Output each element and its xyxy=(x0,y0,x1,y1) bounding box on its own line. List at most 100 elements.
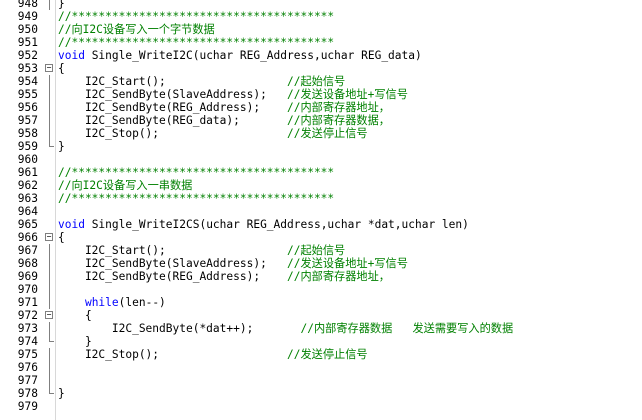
code-text[interactable]: I2C_SendByte(SlaveAddress); //发送设备地址+写信号 xyxy=(58,257,408,270)
line-number: 952 xyxy=(17,49,38,62)
code-text[interactable]: I2C_SendByte(*dat++); //内部寄存器数据 发送需要写入的数… xyxy=(58,322,513,335)
code-text[interactable]: } xyxy=(58,0,65,10)
code-text[interactable]: //向I2C设备写入一串数据 xyxy=(58,179,192,192)
code-line[interactable]: 952 void Single_WriteI2C(uchar REG_Addres… xyxy=(0,49,642,62)
comment-token: //向I2C设备写入一个字节数据 xyxy=(58,23,215,36)
line-number: 978 xyxy=(17,387,38,400)
code-text[interactable]: { xyxy=(58,231,65,244)
code-line[interactable]: 960 xyxy=(0,153,642,166)
code-line[interactable]: 955 I2C_SendByte(SlaveAddress); //发送设备地址… xyxy=(0,88,642,101)
code-text[interactable]: I2C_SendByte(REG_Address); //内部寄存器地址， xyxy=(58,270,390,283)
code-text[interactable]: } xyxy=(58,140,65,153)
code-line[interactable]: 962//向I2C设备写入一串数据 xyxy=(0,179,642,192)
line-number: 966 xyxy=(17,231,38,244)
code-line[interactable]: 951//***********************************… xyxy=(0,36,642,49)
code-text[interactable]: I2C_Start(); //起始信号 xyxy=(58,244,345,257)
code-text[interactable]: } xyxy=(58,387,65,400)
fold-toggle-icon[interactable]: − xyxy=(45,232,53,241)
line-number: 970 xyxy=(17,283,38,296)
code-token: { xyxy=(58,62,65,75)
code-token: I2C_Stop(); xyxy=(58,348,288,361)
code-line[interactable]: 979 xyxy=(0,400,642,413)
code-line[interactable]: 974 } xyxy=(0,335,642,348)
code-line[interactable]: 970 xyxy=(0,283,642,296)
code-text[interactable]: //**************************************… xyxy=(58,192,334,205)
code-token: { xyxy=(58,231,65,244)
code-line[interactable]: 963//***********************************… xyxy=(0,192,642,205)
code-line[interactable]: 948} xyxy=(0,0,642,10)
fold-guide xyxy=(49,283,50,296)
comment-token: //发送停止信号 xyxy=(287,348,368,361)
code-line[interactable]: 958 I2C_Stop(); //发送停止信号 xyxy=(0,127,642,140)
comment-token: //发送设备地址+写信号 xyxy=(287,257,408,270)
code-text[interactable]: I2C_SendByte(REG_Address); //内部寄存器地址， xyxy=(58,101,390,114)
code-line[interactable]: 969 I2C_SendByte(REG_Address); //内部寄存器地址… xyxy=(0,270,642,283)
code-text[interactable]: void Single_WriteI2CS(uchar REG_Address,… xyxy=(58,218,469,231)
code-line[interactable]: 973 I2C_SendByte(*dat++); //内部寄存器数据 发送需要… xyxy=(0,322,642,335)
code-text[interactable]: I2C_Stop(); //发送停止信号 xyxy=(58,348,368,361)
fold-toggle-icon[interactable]: − xyxy=(45,63,53,72)
code-token: I2C_SendByte(REG_data); xyxy=(58,114,288,127)
code-token: } xyxy=(58,387,65,400)
code-line[interactable]: 956 I2C_SendByte(REG_Address); //内部寄存器地址… xyxy=(0,101,642,114)
code-text[interactable]: } xyxy=(58,335,92,348)
code-line[interactable]: 976 xyxy=(0,361,642,374)
line-number: 972 xyxy=(17,309,38,322)
code-line[interactable]: 964 xyxy=(0,205,642,218)
code-line[interactable]: 953−{ xyxy=(0,62,642,75)
line-number: 957 xyxy=(17,114,38,127)
comment-token: //内部寄存器数据， xyxy=(287,114,390,127)
code-line[interactable]: 977 xyxy=(0,374,642,387)
code-line[interactable]: 966−{ xyxy=(0,231,642,244)
comment-token: //内部寄存器地址， xyxy=(287,101,390,114)
code-line[interactable]: 965 void Single_WriteI2CS(uchar REG_Addre… xyxy=(0,218,642,231)
code-line[interactable]: 971 while(len--) xyxy=(0,296,642,309)
fold-guide xyxy=(49,114,50,127)
code-line[interactable]: 949//***********************************… xyxy=(0,10,642,23)
code-text[interactable]: //**************************************… xyxy=(58,166,334,179)
code-line[interactable]: 978} xyxy=(0,387,642,400)
code-text[interactable]: //**************************************… xyxy=(58,36,334,49)
code-text[interactable]: I2C_Stop(); //发送停止信号 xyxy=(58,127,368,140)
code-line[interactable]: 968 I2C_SendByte(SlaveAddress); //发送设备地址… xyxy=(0,257,642,270)
comment-token: //**************************************… xyxy=(58,192,335,205)
comment-token: //**************************************… xyxy=(58,10,335,23)
fold-guide xyxy=(49,75,50,88)
code-text[interactable]: void Single_WriteI2C(uchar REG_Address,u… xyxy=(58,49,422,62)
code-token: I2C_SendByte(REG_Address); xyxy=(58,270,288,283)
code-line[interactable]: 975 I2C_Stop(); //发送停止信号 xyxy=(0,348,642,361)
code-line[interactable]: 967 I2C_Start(); //起始信号 xyxy=(0,244,642,257)
line-number: 954 xyxy=(17,75,38,88)
code-text[interactable]: { xyxy=(58,309,92,322)
line-number: 974 xyxy=(17,335,38,348)
code-line[interactable]: 972− { xyxy=(0,309,642,322)
line-number: 977 xyxy=(17,374,38,387)
code-text[interactable]: I2C_SendByte(REG_data); //内部寄存器数据， xyxy=(58,114,390,127)
line-number: 958 xyxy=(17,127,38,140)
code-token: Single_WriteI2C(uchar REG_Address,uchar … xyxy=(84,49,422,62)
code-text[interactable]: I2C_Start(); //起始信号 xyxy=(58,75,345,88)
line-number: 953 xyxy=(17,62,38,75)
code-token: } xyxy=(58,140,65,153)
fold-guide xyxy=(49,374,50,387)
comment-token: //向I2C设备写入一串数据 xyxy=(58,179,193,192)
code-text[interactable]: //**************************************… xyxy=(58,10,334,23)
code-text[interactable]: I2C_SendByte(SlaveAddress); //发送设备地址+写信号 xyxy=(58,88,408,101)
code-line[interactable]: 954 I2C_Start(); //起始信号 xyxy=(0,75,642,88)
code-token: } xyxy=(58,335,92,348)
code-text[interactable]: //向I2C设备写入一个字节数据 xyxy=(58,23,215,36)
line-number: 965 xyxy=(17,218,38,231)
line-number: 961 xyxy=(17,166,38,179)
code-line[interactable]: 961 //***********************************… xyxy=(0,166,642,179)
line-number: 976 xyxy=(17,361,38,374)
fold-guide xyxy=(49,270,50,283)
code-line[interactable]: 957 I2C_SendByte(REG_data); //内部寄存器数据， xyxy=(0,114,642,127)
code-line[interactable]: 950//向I2C设备写入一个字节数据 xyxy=(0,23,642,36)
code-text[interactable]: while(len--) xyxy=(58,296,166,309)
code-text[interactable]: { xyxy=(58,62,65,75)
comment-token: //内部寄存器数据 发送需要写入的数据 xyxy=(300,322,514,335)
fold-toggle-icon[interactable]: − xyxy=(45,310,53,319)
code-line[interactable]: 959} xyxy=(0,140,642,153)
